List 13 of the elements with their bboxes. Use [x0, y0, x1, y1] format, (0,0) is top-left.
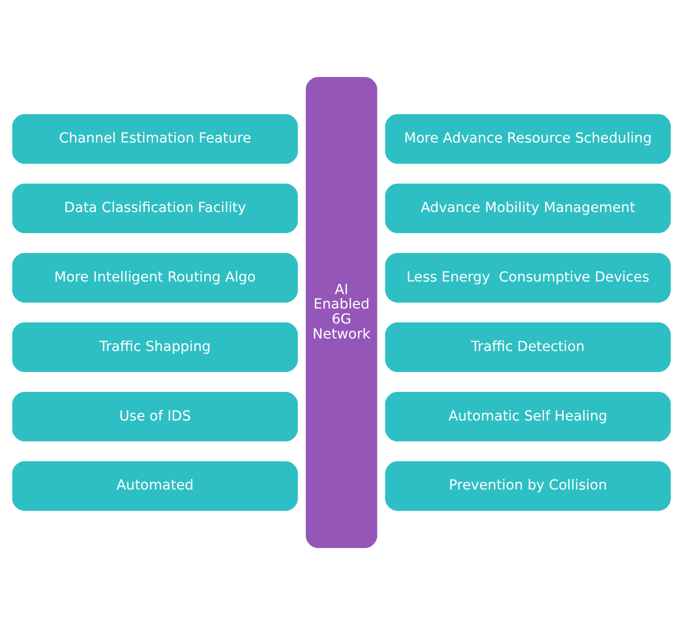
node-box: Less Energy Consumptive Devices: [385, 252, 671, 302]
node-box: Traffic Detection: [385, 322, 671, 372]
node-box: More Advance Resource Scheduling: [385, 114, 671, 164]
node-box: Channel Estimation Feature: [12, 114, 298, 164]
node-box: Data Classification Facility: [12, 183, 298, 233]
node-box: Advance Mobility Management: [385, 183, 671, 233]
node-box: Prevention by Collision: [385, 460, 671, 510]
node-box: Use of IDS: [12, 391, 298, 441]
node-box: More Intelligent Routing Algo: [12, 252, 298, 302]
node-box: Automatic Self Healing: [385, 391, 671, 441]
node-box: Automated: [12, 460, 298, 510]
node-box: AI Enabled 6G Network: [306, 76, 378, 548]
node-box: Traffic Shapping: [12, 322, 298, 372]
